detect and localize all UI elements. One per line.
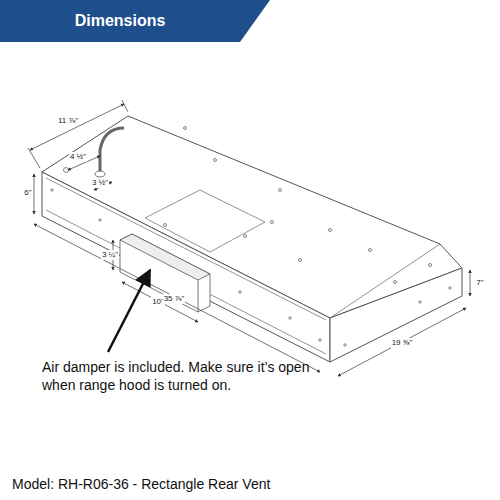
model-caption: Model: RH-R06-36 - Rectangle Rear Vent	[12, 476, 270, 492]
callout-note: Air damper is included. Make sure it’s o…	[42, 358, 322, 394]
dimension-label: 4 ½"	[69, 152, 87, 162]
dimension-label: 11 ⅞"	[57, 116, 79, 126]
dimension-label: 19 ⅝"	[391, 338, 414, 348]
dimension-lines	[28, 100, 470, 376]
banner-title: Dimensions	[5, 11, 235, 31]
title-banner	[0, 0, 270, 42]
dimension-label: 3 ½"	[91, 178, 109, 188]
dimension-label: 3 ¼"	[101, 250, 119, 260]
front-face	[330, 268, 462, 362]
rear-face	[42, 172, 330, 362]
dimension-label: 35 ⅞"	[163, 294, 186, 304]
dimension-label: 6"	[23, 188, 32, 198]
dimension-label: 7"	[475, 278, 484, 288]
leader-arrow	[108, 270, 150, 352]
